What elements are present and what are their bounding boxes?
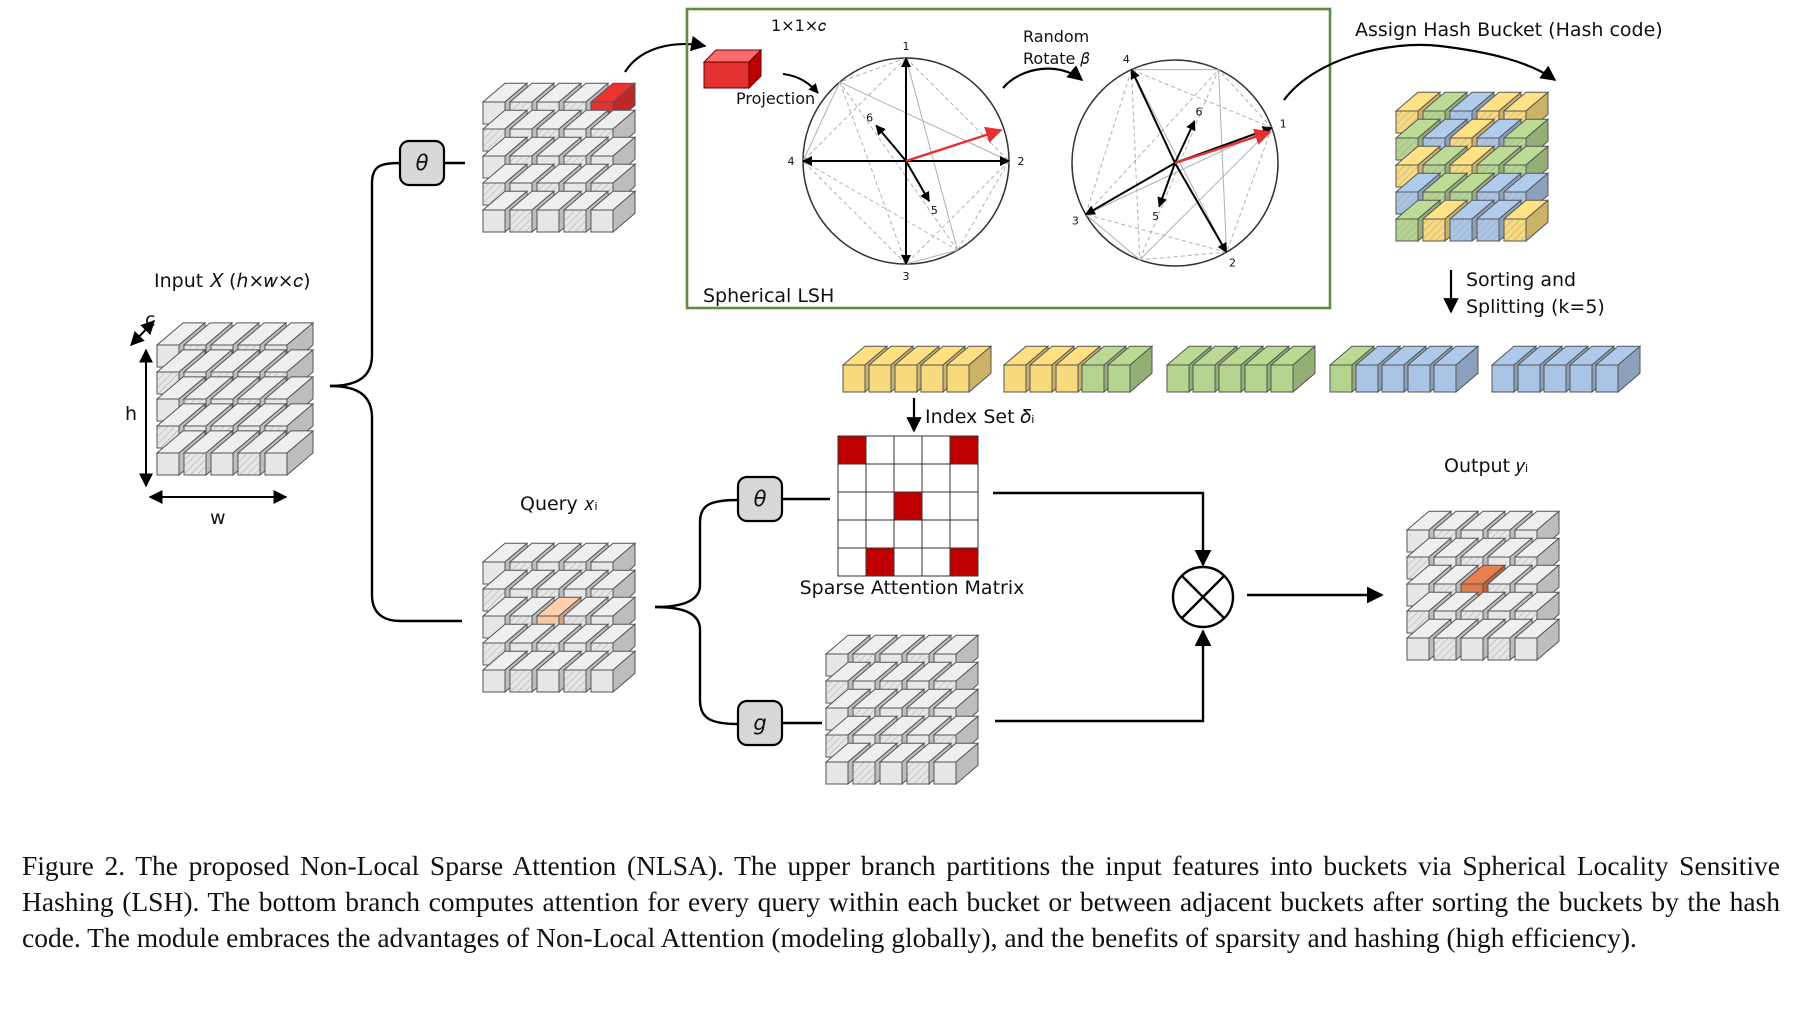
attention-cell-active	[893, 491, 923, 521]
sparse-attention-matrix	[837, 435, 979, 577]
theta-feature-cube	[481, 82, 637, 234]
attention-cell	[921, 435, 951, 465]
input-branch-connector-lower	[329, 384, 462, 623]
attention-cell	[837, 491, 867, 521]
attention-cell	[921, 547, 951, 577]
bucket-group	[1490, 345, 1642, 394]
attention-cell	[837, 547, 867, 577]
svg-text:2: 2	[1018, 155, 1025, 168]
attention-cell	[949, 463, 979, 493]
hash-bucket-label: Assign Hash Bucket (Hash code)	[1355, 19, 1663, 41]
figure-caption: Figure 2. The proposed Non-Local Sparse …	[22, 850, 1780, 953]
attention-cell	[921, 491, 951, 521]
dim-w-label: w	[210, 507, 226, 529]
attention-cell	[865, 435, 895, 465]
spherical-lsh-box	[685, 7, 1332, 310]
input-branch-connector	[329, 161, 401, 388]
svg-text:5: 5	[931, 204, 938, 217]
attention-cell	[865, 519, 895, 549]
spherical-lsh-title: Spherical LSH	[703, 285, 834, 307]
svg-text:5: 5	[1152, 210, 1159, 223]
query-branch-connector	[654, 498, 739, 609]
attention-cell	[949, 491, 979, 521]
attention-cell	[893, 519, 923, 549]
attention-cell	[837, 519, 867, 549]
svg-text:4: 4	[788, 155, 795, 168]
attention-cell	[893, 463, 923, 493]
svg-text:θ: θ	[754, 487, 767, 511]
matrix-to-multiply-line	[993, 491, 1212, 567]
lsh-circle-before-rotation: 1 2 3 4 5 6	[788, 40, 1025, 283]
query-branch-connector-lower	[654, 605, 739, 726]
bucket-group	[1002, 345, 1154, 394]
svg-text:3: 3	[903, 270, 910, 283]
nlsa-diagram: Input 𝑋 (ℎ×𝑤×𝑐) c h w θ Spherical LSH 1×…	[125, 7, 1663, 786]
attention-cell	[921, 463, 951, 493]
attention-cell	[949, 519, 979, 549]
to-hash-bucket-arrow	[1283, 43, 1557, 101]
bucket-group	[841, 345, 993, 394]
vector-size-label: 1×1×𝑐	[771, 16, 826, 35]
svg-text:4: 4	[1123, 53, 1130, 66]
to-lsh-arrow	[624, 35, 707, 73]
attention-cell-active	[949, 547, 979, 577]
sparse-matrix-label: Sparse Attention Matrix	[800, 577, 1025, 599]
attention-cell-active	[949, 435, 979, 465]
attention-cell	[893, 547, 923, 577]
multiply-operator	[1171, 565, 1235, 629]
attention-cell-active	[837, 435, 867, 465]
svg-text:3: 3	[1072, 215, 1079, 228]
output-label: Output 𝑦ᵢ	[1444, 455, 1528, 477]
rotate-label-line1: Random	[1023, 27, 1089, 46]
query-feature-cube	[481, 542, 637, 694]
attention-cell	[893, 435, 923, 465]
sorted-bucket-rows	[841, 345, 1642, 394]
rotate-arrow	[1002, 65, 1084, 89]
svg-text:6: 6	[1195, 106, 1202, 119]
bucket-group	[1328, 345, 1480, 394]
projection-vector	[702, 48, 763, 90]
sorting-label-line2: Splitting (k=5)	[1466, 296, 1605, 318]
g-op: g	[736, 699, 784, 747]
hash-bucket-cube	[1394, 91, 1550, 243]
attention-cell	[865, 463, 895, 493]
sorting-label-line1: Sorting and	[1466, 269, 1576, 291]
attention-cell-active	[865, 547, 895, 577]
values-to-multiply-line	[995, 629, 1212, 723]
svg-text:g: g	[753, 711, 766, 735]
projection-label: Projection	[736, 89, 815, 108]
output-feature-cube	[1405, 510, 1561, 662]
rotate-label-line2: Rotate 𝛽	[1023, 49, 1089, 68]
dim-h-label: h	[125, 403, 137, 425]
svg-text:2: 2	[1229, 257, 1236, 270]
svg-text:1: 1	[1280, 118, 1287, 131]
g-feature-cube	[824, 634, 980, 786]
attention-cell	[921, 519, 951, 549]
svg-text:6: 6	[866, 112, 873, 125]
input-label: Input 𝑋 (ℎ×𝑤×𝑐)	[154, 270, 311, 292]
lsh-circle-after-rotation: 1 2 3 4 5 6	[1071, 53, 1287, 270]
theta-op-bottom: θ	[736, 475, 784, 523]
index-set-label: Index Set 𝛿ᵢ	[925, 406, 1034, 428]
svg-text:θ: θ	[416, 151, 429, 175]
input-feature-cube	[155, 321, 315, 477]
attention-cell	[837, 463, 867, 493]
dim-c-arrow	[130, 319, 155, 347]
theta-op-top: θ	[398, 139, 446, 187]
bucket-group	[1165, 345, 1317, 394]
query-label: Query 𝑥ᵢ	[520, 493, 598, 515]
svg-text:1: 1	[903, 40, 910, 53]
attention-cell	[865, 491, 895, 521]
